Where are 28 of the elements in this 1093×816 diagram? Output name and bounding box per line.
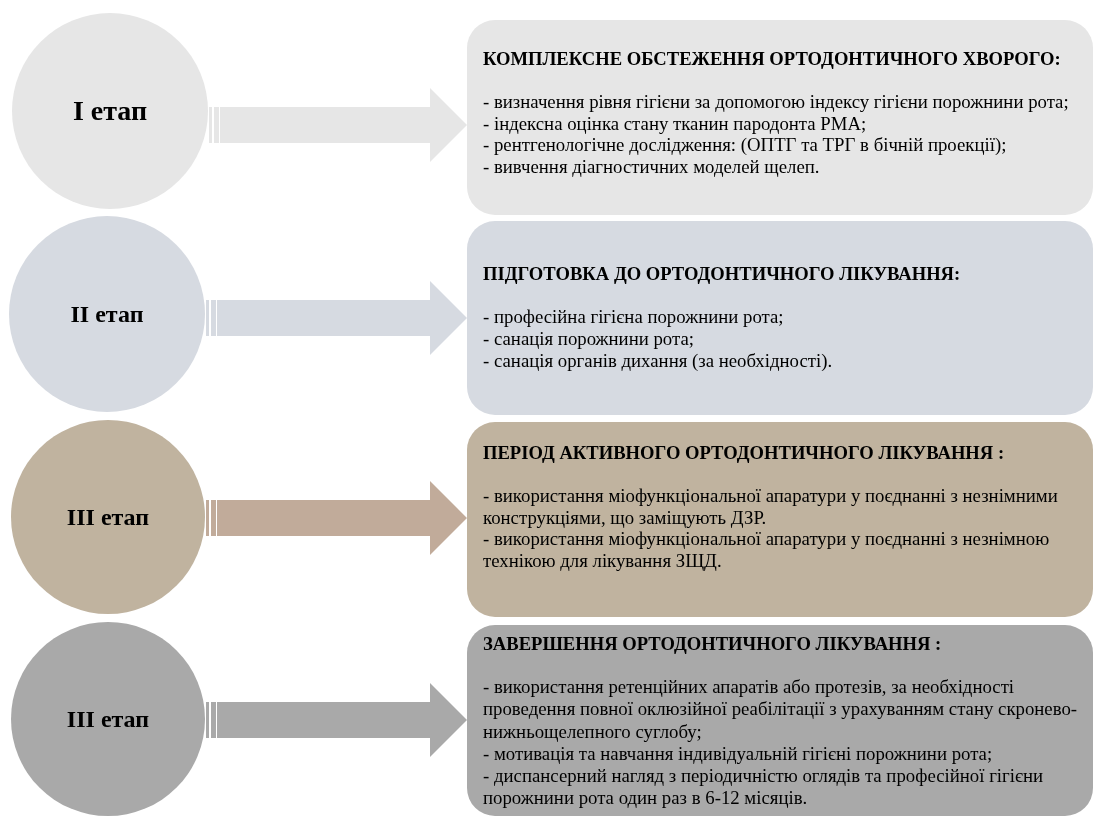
bullet-item: - вивчення діагностичних моделей щелеп. — [483, 155, 821, 177]
stage-heading: КОМПЛЕКСНЕ ОБСТЕЖЕННЯ ОРТОДОНТИЧНОГО ХВОРОГО: — [483, 48, 1062, 70]
bullet-item: - використання міофункціональної апаратури у поєднанні з незнімною технікою для лікування ЗЩД. — [483, 528, 1051, 571]
stage-heading: ПІДГОТОВКА ДО ОРТОДОНТИЧНОГО ЛІКУВАННЯ: — [483, 263, 962, 285]
stage-description-card — [467, 221, 1093, 415]
block-arrow — [209, 88, 467, 162]
bullet-item: - професійна гігієна порожнини рота; — [483, 306, 785, 328]
block-arrow — [206, 281, 467, 355]
stage-description-card — [467, 625, 1093, 816]
bullet-item: - індексна оцінка стану тканин пародонта РМА; — [483, 112, 868, 134]
bullet-item: - використання ретенційних апаратів або протезів, за необхідності проведення повної оклюзійної реабілітації з урахуванням стану скронево-нижньощелепного суглобу; — [483, 676, 1079, 743]
block-arrow — [206, 683, 467, 757]
stage-heading: ПЕРІОД АКТИВНОГО ОРТОДОНТИЧНОГО ЛІКУВАННЯ : — [483, 442, 1006, 464]
bullet-item: - санація порожнини рота; — [483, 328, 695, 350]
bullet-item: - рентгенологічне дослідження: (ОПТГ та ТРГ в бічній проекції); — [483, 134, 1008, 156]
bullet-item: - мотивація та навчання індивідуальній гігієні порожнини рота; — [483, 742, 994, 766]
bullet-item: - диспансерний нагляд з періодичністю оглядів та професійної гігієни порожнини рота один раз в 6-12 місяців. — [483, 765, 1045, 810]
bullet-item: - санація органів дихання (за необхідності). — [483, 350, 834, 372]
bullet-item: - визначення рівня гігієни за допомогою індексу гігієни порожнини рота; — [483, 91, 1070, 113]
stage-label: I етап — [72, 95, 148, 127]
stage-description-card — [467, 422, 1093, 617]
stage-description-card — [467, 20, 1093, 215]
stage-label: III етап — [66, 705, 150, 733]
block-arrow — [206, 481, 467, 555]
stage-heading: ЗАВЕРШЕННЯ ОРТОДОНТИЧНОГО ЛІКУВАННЯ : — [483, 633, 943, 655]
stage-label: II етап — [70, 300, 144, 328]
bullet-item: - використання міофункціональної апаратури у поєднанні з незнімними конструкціями, що заміщують ДЗР. — [483, 485, 1059, 528]
stage-label: III етап — [66, 503, 150, 531]
